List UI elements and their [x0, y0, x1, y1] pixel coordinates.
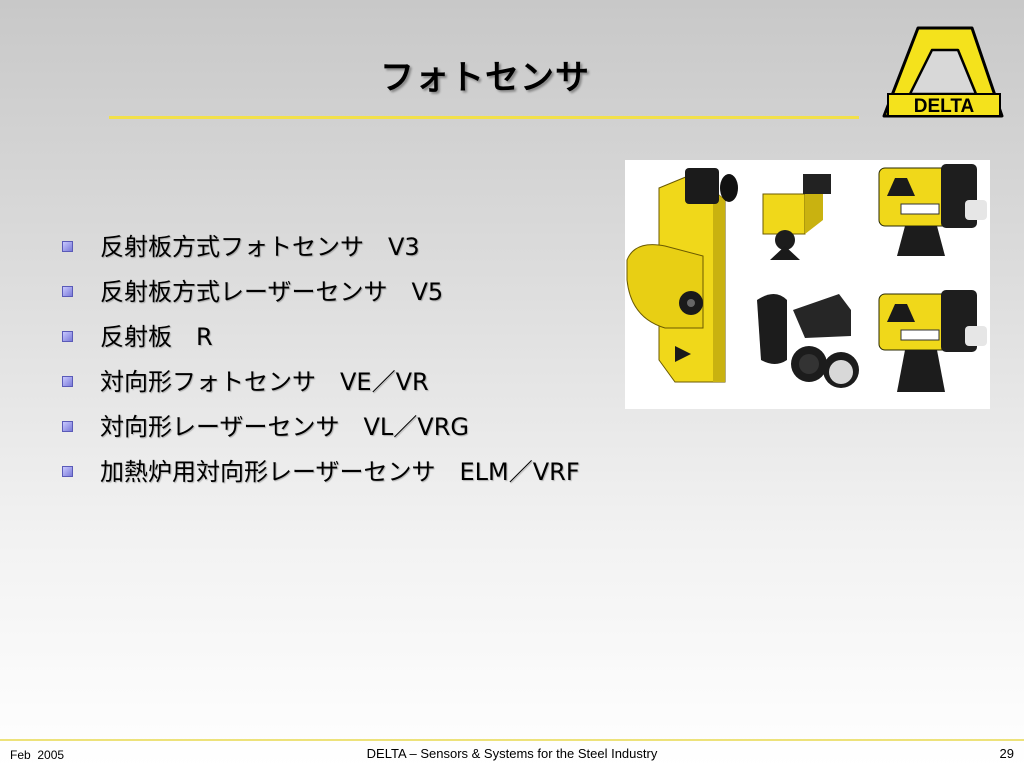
bullet-square-icon	[62, 375, 73, 387]
list-item-label: 対向形レーザーセンサ VL／VRG	[100, 413, 469, 441]
bullet-square-icon	[62, 285, 73, 297]
bullet-square-icon	[62, 240, 73, 252]
footer-date: Feb 2005	[10, 748, 65, 762]
footer-title: DELTA – Sensors & Systems for the Steel …	[366, 746, 658, 761]
footer-divider	[0, 739, 1024, 741]
slide-title: フォトセンサ	[380, 58, 590, 98]
bullet-square-icon	[62, 420, 73, 432]
tall-sensor-unit	[626, 168, 738, 383]
logo-text: DELTA	[914, 96, 975, 117]
reflector-hoods	[757, 294, 859, 388]
list-item: 反射板 R	[62, 312, 580, 357]
sensor-product-photo	[625, 160, 990, 409]
delta-logo: DELTA	[882, 26, 1004, 118]
page-number: 29	[999, 746, 1014, 761]
list-item: 対向形レーザーセンサ VL／VRG	[62, 402, 580, 447]
large-sensor-unit-top	[878, 164, 987, 256]
title-divider	[109, 116, 859, 119]
large-sensor-unit-bottom	[878, 290, 987, 392]
list-item: 反射板方式レーザーセンサ V5	[62, 267, 580, 312]
list-item-label: 対向形フォトセンサ VE／VR	[100, 368, 429, 396]
list-item: 加熱炉用対向形レーザーセンサ ELM／VRF	[62, 447, 580, 492]
small-sensor-unit	[762, 174, 831, 260]
list-item: 反射板方式フォトセンサ V3	[62, 222, 580, 267]
bullet-square-icon	[62, 465, 73, 477]
list-item-label: 反射板方式フォトセンサ V3	[100, 233, 420, 261]
list-item-label: 反射板方式レーザーセンサ V5	[100, 278, 444, 306]
bullet-square-icon	[62, 330, 73, 342]
sensor-list: 反射板方式フォトセンサ V3 反射板方式レーザーセンサ V5 反射板 R 対向形…	[62, 222, 580, 492]
list-item-label: 加熱炉用対向形レーザーセンサ ELM／VRF	[100, 458, 580, 486]
list-item: 対向形フォトセンサ VE／VR	[62, 357, 580, 402]
list-item-label: 反射板 R	[100, 323, 213, 351]
